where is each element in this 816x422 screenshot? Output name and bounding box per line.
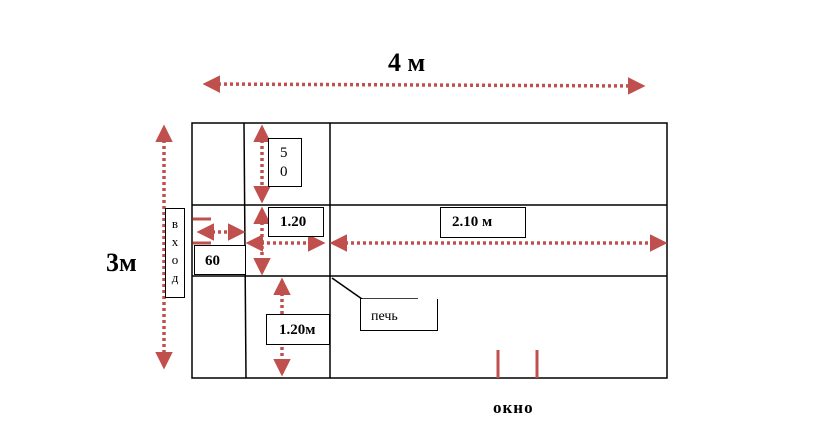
- entrance-letter: о: [171, 252, 179, 267]
- room-walls: [191, 122, 668, 379]
- label-height-total: 3м: [106, 248, 137, 277]
- stove-leader-line: [331, 277, 363, 300]
- dim-box-120-top: 1.20: [268, 207, 324, 237]
- dim-50-digit: 0: [280, 164, 288, 180]
- room-outline: [191, 122, 668, 379]
- entrance-letter: д: [171, 270, 179, 285]
- dimension-arrows: [155, 75, 668, 377]
- label-width-total: 4 м: [388, 48, 426, 77]
- entrance-letter: х: [171, 234, 179, 249]
- dim-50-digit: 5: [280, 145, 288, 161]
- window-label: окно: [493, 398, 534, 417]
- dim-box-60: 60: [194, 245, 246, 275]
- stove-label: печь: [360, 299, 438, 331]
- dim-box-120-bottom: 1.20м: [266, 314, 330, 345]
- dim-box-50: 5 0: [268, 138, 302, 187]
- entrance-label: в х о д: [165, 208, 185, 298]
- markers: [193, 217, 539, 378]
- entrance-letter: в: [171, 216, 179, 231]
- arrow-width-total: [202, 75, 646, 95]
- dim-box-210: 2.10 м: [440, 207, 526, 238]
